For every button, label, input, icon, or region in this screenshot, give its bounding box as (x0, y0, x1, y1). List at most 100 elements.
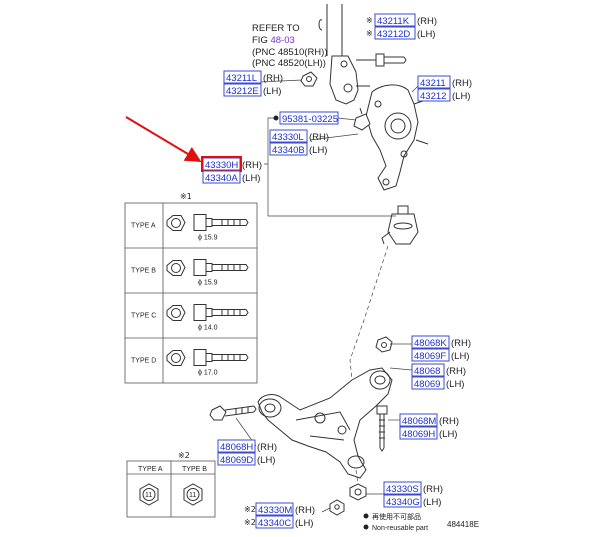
part-number[interactable]: 43212E (226, 86, 259, 97)
bolt-head-side-icon (193, 259, 207, 276)
bolt-collar-icon (205, 353, 213, 362)
small-nut-icon (329, 499, 345, 516)
part-number[interactable]: 43340G (386, 497, 420, 508)
part-number[interactable]: 48069F (414, 351, 446, 362)
side-label: (LH) (452, 91, 470, 102)
part-43212D[interactable]: 43212D (374, 26, 416, 40)
part-number[interactable]: 43330M (258, 505, 292, 516)
part-number[interactable]: 48068K (414, 338, 447, 349)
part-number[interactable]: 43211 (420, 78, 446, 89)
type-table1 (124, 202, 258, 384)
legend-jp: 再使用不可部品 (372, 512, 421, 521)
reference-pnc1: (PNC 48510(RH)) (252, 47, 328, 58)
part-43211L[interactable]: 43211L (223, 70, 262, 84)
part-48069D[interactable]: 48069D (217, 452, 256, 466)
part-43330L[interactable]: 43330L (269, 129, 308, 143)
arm-bolt-vertical-icon (376, 405, 388, 452)
part-43330H[interactable]: 43330H (202, 157, 241, 171)
part-48068M[interactable]: 48068M (399, 413, 438, 427)
bolt-type-label: TYPE D (131, 358, 156, 365)
part-number[interactable]: 43212D (377, 29, 410, 40)
side-label: (RH) (423, 484, 443, 495)
side-label: (RH) (439, 416, 459, 427)
type-table2-header-a: TYPE A (138, 466, 163, 473)
reference-fig: FIG 48-03 (252, 35, 295, 46)
part-43211[interactable]: 43211 (417, 75, 451, 89)
side-label: (LH) (439, 429, 457, 440)
side-label: (LH) (242, 173, 260, 184)
bolt-thread-icon (212, 264, 249, 271)
nut-type-b-icon: 11 (183, 483, 203, 506)
legend-en: Non-reusable part (372, 525, 428, 532)
reference-pnc2: (PNC 48520(LH)) (252, 58, 326, 69)
legend-dot-icon (363, 513, 369, 519)
side-label: (LH) (417, 29, 435, 40)
side-label: (LH) (446, 379, 464, 390)
part-48069H[interactable]: 48069H (399, 426, 438, 440)
part-43340A[interactable]: 43340A (202, 170, 241, 184)
part-95381-03225[interactable]: 95381-03225 (279, 111, 339, 125)
nut-type-a-label: 11 (145, 492, 152, 499)
part-48069F[interactable]: 48069F (411, 348, 450, 362)
part-number[interactable]: 48068 (414, 366, 440, 377)
bolt-head-end-icon (166, 215, 186, 231)
part-48068[interactable]: 48068 (411, 363, 445, 377)
part-43340C[interactable]: 43340C (255, 515, 294, 529)
part-43340G[interactable]: 43340G (383, 494, 422, 508)
part-number[interactable]: 43340B (272, 145, 305, 156)
part-number[interactable]: 43211K (377, 16, 410, 27)
part-48069[interactable]: 48069 (411, 376, 445, 390)
strut-bolt-icon (375, 53, 407, 67)
type-table2-header-b: TYPE B (182, 466, 207, 473)
figure-id: 484418E (447, 520, 479, 529)
part-number[interactable]: 43340C (258, 518, 291, 529)
part-number[interactable]: 95381-03225 (282, 114, 338, 125)
bolt-head-end-icon (166, 350, 186, 366)
side-label: (RH) (309, 132, 329, 143)
bolt-bore-icon (171, 308, 181, 318)
type-ref-marker: ※2 (244, 518, 256, 527)
legend-dot-icon (363, 524, 369, 530)
nut-type-b-label: 11 (189, 492, 196, 499)
part-48068H[interactable]: 48068H (217, 439, 256, 453)
part-number[interactable]: 43211L (226, 73, 257, 84)
ball-joint (381, 205, 419, 245)
part-43211K[interactable]: 43211K (374, 13, 416, 27)
bolt-head-end-icon (166, 260, 186, 276)
bolt-head-side-icon (193, 214, 207, 231)
part-43330M[interactable]: 43330M (255, 502, 294, 516)
part-number[interactable]: 48069 (414, 379, 440, 390)
part-number[interactable]: 43212 (420, 91, 446, 102)
part-48068K[interactable]: 48068K (411, 335, 450, 349)
side-label: (RH) (295, 505, 315, 516)
bolt-collar-icon (205, 218, 213, 227)
side-label: (RH) (417, 16, 437, 27)
bolt-bore-icon (171, 353, 181, 363)
nut-type-a-icon: 11 (139, 483, 159, 506)
part-43212[interactable]: 43212 (417, 88, 451, 102)
part-number[interactable]: 43330H (205, 160, 238, 171)
part-number[interactable]: 43330L (272, 132, 304, 143)
part-number[interactable]: 48068H (220, 442, 253, 453)
part-43212E[interactable]: 43212E (223, 83, 262, 97)
part-number[interactable]: 43330S (386, 484, 419, 495)
bolt-diameter-label: ϕ 15.9 (198, 280, 218, 287)
part-43330S[interactable]: 43330S (383, 481, 422, 495)
bolt-head-side-icon (193, 349, 207, 366)
fig-link[interactable]: 48-03 (270, 35, 294, 46)
part-number[interactable]: 48069D (220, 455, 253, 466)
nonreusable-marker: ※ (366, 16, 373, 25)
side-label: (RH) (452, 78, 472, 89)
part-43340B[interactable]: 43340B (269, 142, 308, 156)
part-number[interactable]: 43340A (205, 173, 238, 184)
lower-control-arm (257, 367, 393, 479)
side-label: (RH) (242, 160, 262, 171)
bolt-type-label: TYPE A (131, 223, 156, 230)
part-number[interactable]: 48069H (402, 429, 435, 440)
bolt-thread-icon (212, 309, 249, 316)
steering-knuckle (365, 84, 429, 191)
part-number[interactable]: 48068M (402, 416, 436, 427)
bolt-diameter-label: ϕ 15.9 (198, 235, 218, 242)
